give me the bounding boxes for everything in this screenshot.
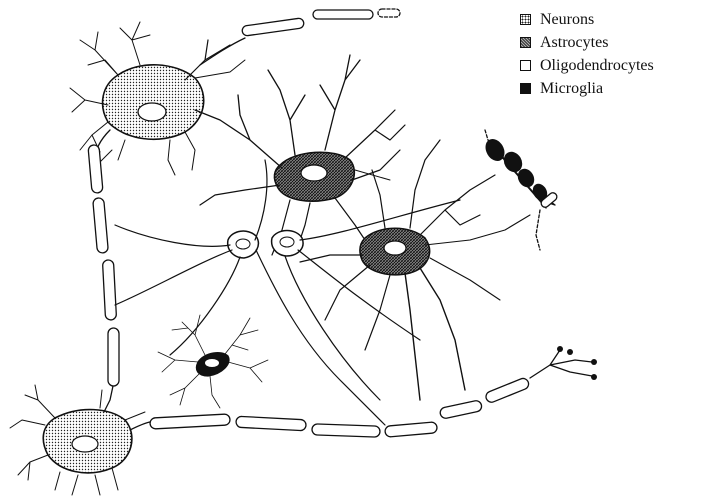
legend-label: Microglia <box>540 81 603 97</box>
legend-label: Neurons <box>540 12 594 28</box>
astrocyte-upper <box>195 55 405 255</box>
neuron-bottom-left <box>10 385 145 495</box>
axon-top <box>200 9 400 65</box>
axon-left <box>88 130 119 412</box>
microglia-pattern-swatch <box>520 83 531 94</box>
astrocyte-pattern-swatch <box>520 37 531 48</box>
legend-item-astrocytes: Astrocytes <box>520 31 654 54</box>
oligodendrocyte-pattern-swatch <box>520 60 531 71</box>
legend-item-microglia: Microglia <box>520 77 654 100</box>
legend-item-oligodendrocytes: Oligodendrocytes <box>520 54 654 77</box>
legend-item-neurons: Neurons <box>520 8 654 31</box>
microglia-fiber <box>483 130 559 250</box>
legend-label: Oligodendrocytes <box>540 58 654 74</box>
legend-label: Astrocytes <box>540 35 608 51</box>
legend: Neurons Astrocytes Oligodendrocytes Micr… <box>520 8 654 100</box>
microglia-cell <box>158 315 268 408</box>
neuron-pattern-swatch <box>520 14 531 25</box>
